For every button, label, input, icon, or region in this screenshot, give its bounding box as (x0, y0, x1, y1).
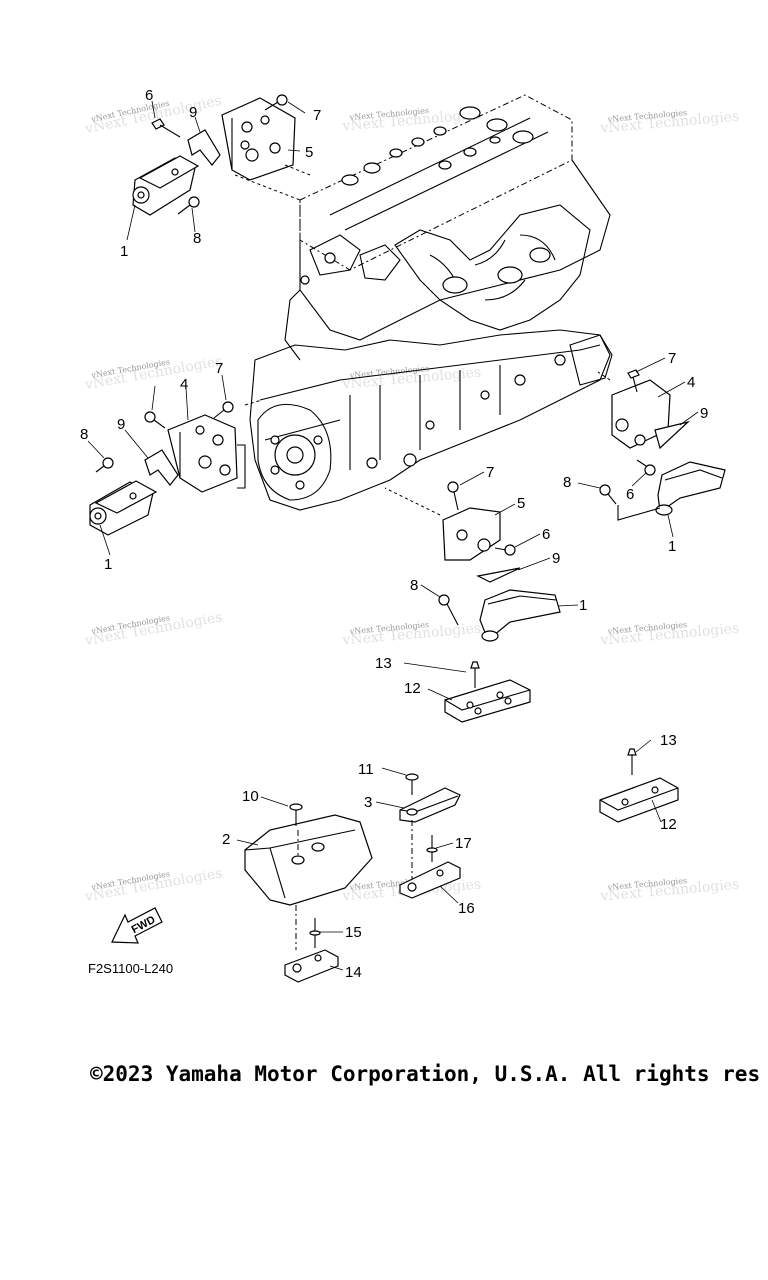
callout-6: 6 (145, 87, 153, 104)
callout-13: 13 (660, 732, 677, 749)
forward-direction-arrow: FWD (111, 907, 163, 944)
watermark: vNext Technologies vNext Technologies (599, 108, 740, 137)
callout-8: 8 (193, 230, 201, 247)
callout-5: 5 (517, 495, 525, 512)
stud-bolt (426, 835, 438, 862)
bolt (144, 411, 166, 429)
callout-5: 5 (305, 144, 313, 161)
bolt (213, 401, 234, 419)
bolt (264, 94, 288, 111)
bolt (177, 196, 200, 215)
base-bracket (284, 949, 339, 983)
stopper (187, 129, 221, 166)
callout-11: 11 (358, 761, 374, 778)
bolt (494, 544, 516, 556)
spark-plug-holes (341, 106, 534, 186)
stopper (144, 449, 179, 486)
callout-9: 9 (552, 550, 560, 567)
front-left-lower-mount-assembly (89, 399, 263, 536)
front-left-upper-mount-assembly (132, 94, 311, 216)
callout-leaders (87, 100, 699, 971)
mounting-plate (444, 661, 531, 723)
callout-1: 1 (579, 597, 587, 614)
bolt (438, 594, 459, 626)
watermarks: vNext Technologies vNext Technologies vN… (83, 93, 740, 906)
watermark: vNext Technologies vNext Technologies (83, 609, 224, 649)
callout-10: 10 (242, 788, 259, 805)
callout-13: 13 (375, 655, 392, 672)
fwd-label: FWD (130, 914, 158, 936)
callout-16: 16 (458, 900, 475, 917)
screw (289, 803, 303, 826)
exhaust-manifold (394, 204, 591, 331)
rear-right-mount-assembly (597, 369, 726, 521)
callout-14: 14 (345, 964, 362, 981)
mounting-plate (599, 748, 679, 823)
callout-8: 8 (80, 426, 88, 443)
rear-center-mount-assembly (384, 481, 561, 642)
rubber-damper (657, 461, 726, 514)
callout-12: 12 (660, 816, 677, 833)
callout-8: 8 (563, 474, 571, 491)
copyright-notice: ©2023 Yamaha Motor Corporation, U.S.A. A… (90, 1062, 761, 1086)
callout-7: 7 (215, 360, 223, 377)
stud-bolt (309, 918, 321, 948)
callout-2: 2 (222, 831, 230, 848)
callout-9: 9 (189, 104, 197, 121)
mount-bracket (221, 97, 296, 181)
callout-3: 3 (364, 794, 372, 811)
watermark: vNext Technologies vNext Technologies (599, 620, 740, 649)
callouts: 6 9 7 5 1 8 7 4 9 8 1 7 4 9 8 6 1 7 5 6 … (80, 87, 708, 981)
callout-7: 7 (486, 464, 494, 481)
base-bracket (399, 861, 461, 899)
callout-4: 4 (180, 376, 188, 393)
screw (405, 773, 419, 795)
callout-1: 1 (104, 556, 112, 573)
diagram-reference-code: F2S1100-L240 (88, 961, 173, 976)
bolt (447, 481, 459, 511)
watermark: vNext Technologies vNext Technologies (83, 865, 224, 905)
callout-7: 7 (668, 350, 676, 367)
watermark: vNext Technologies vNext Technologies (341, 620, 482, 649)
bolt (599, 484, 617, 505)
engine-block (249, 94, 613, 511)
callout-8: 8 (410, 577, 418, 594)
callout-1: 1 (668, 538, 676, 555)
stopper (476, 567, 521, 583)
crankcase (249, 252, 613, 511)
rubber-damper (479, 589, 561, 641)
bolt (95, 457, 114, 473)
cover (244, 814, 373, 950)
callout-12: 12 (404, 680, 421, 697)
callout-17: 17 (455, 835, 472, 852)
watermark: vNext Technologies vNext Technologies (599, 876, 740, 905)
mount-bracket (442, 507, 501, 561)
bolt (636, 459, 656, 476)
callout-6: 6 (626, 486, 634, 503)
callout-4: 4 (687, 374, 695, 391)
small-cover (399, 787, 461, 880)
watermark: vNext Technologies vNext Technologies (341, 106, 482, 135)
bolt (151, 118, 181, 138)
callout-7: 7 (313, 107, 321, 124)
callout-6: 6 (542, 526, 550, 543)
callout-1: 1 (120, 243, 128, 260)
watermark: vNext Technologies vNext Technologies (83, 353, 224, 393)
callout-9: 9 (117, 416, 125, 433)
stopper (654, 420, 691, 450)
callout-15: 15 (345, 924, 362, 941)
callout-9: 9 (700, 405, 708, 422)
